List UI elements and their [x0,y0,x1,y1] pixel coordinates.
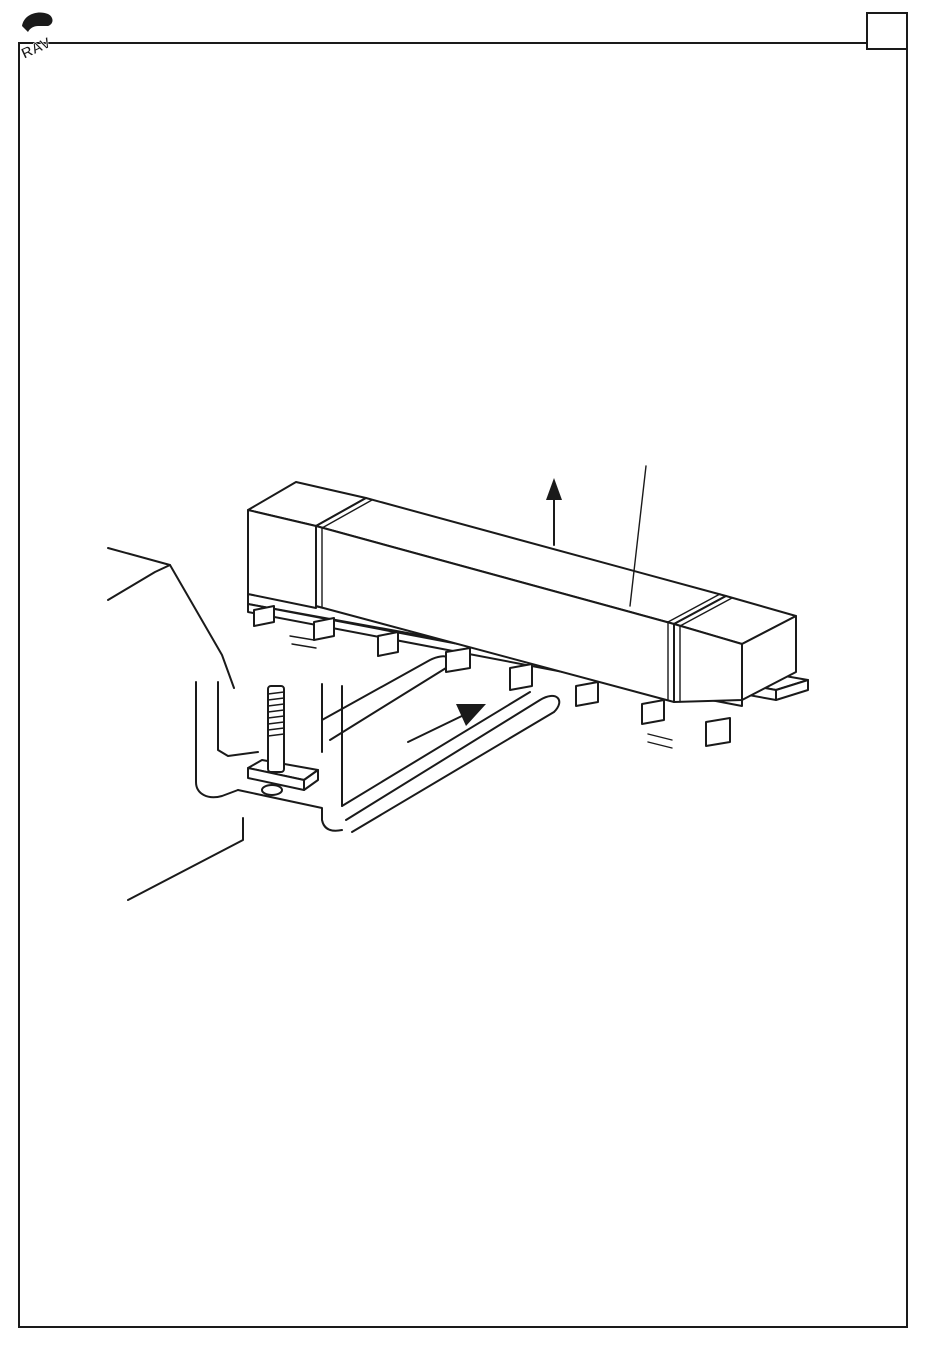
lift-direction-arrow [546,478,562,545]
insert-direction-arrow [408,704,486,742]
